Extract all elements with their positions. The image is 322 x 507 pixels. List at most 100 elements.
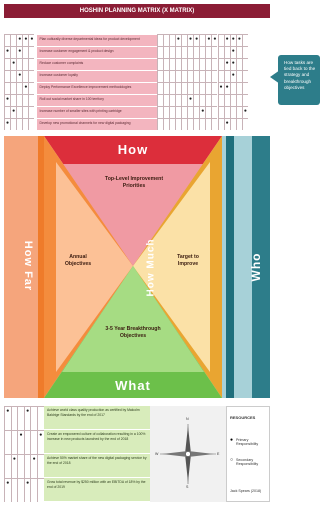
matrix-cell bbox=[28, 70, 35, 82]
how-far-label: How Far bbox=[22, 240, 34, 292]
matrix-cell bbox=[180, 94, 187, 106]
matrix-cell bbox=[4, 70, 11, 82]
matrix-cell bbox=[187, 118, 194, 130]
top-row-text: Plan culturally diverse departmental ide… bbox=[36, 34, 157, 46]
bottom-matrix-cell bbox=[30, 406, 37, 430]
matrix-cell bbox=[174, 58, 181, 70]
matrix-cell bbox=[16, 118, 23, 130]
matrix-cell bbox=[241, 70, 248, 82]
matrix-cell bbox=[187, 46, 194, 58]
matrix-dot-icon: ● bbox=[4, 94, 11, 106]
what-label: What bbox=[115, 378, 151, 393]
matrix-dot-icon: ● bbox=[223, 118, 230, 130]
matrix-cell bbox=[168, 106, 175, 118]
top-row-text: Roll out social market share in 100 terr… bbox=[36, 94, 157, 106]
resources-panel: RESOURCES ● Primary Responsibility ○ Sec… bbox=[226, 406, 270, 502]
secondary-icon: ○ bbox=[230, 457, 234, 463]
matrix-cell bbox=[211, 82, 218, 94]
matrix-cell bbox=[28, 58, 35, 70]
breakthrough-row-text: Grow total revenue by $250 million with … bbox=[44, 478, 150, 502]
bottom-matrix-cell bbox=[10, 478, 18, 502]
bottom-matrix-cell: ● bbox=[23, 478, 31, 502]
matrix-cell bbox=[180, 82, 187, 94]
matrix-cell bbox=[241, 118, 248, 130]
compass-n: N bbox=[186, 417, 189, 421]
breakthrough-row-text: Create an empowered culture of collabora… bbox=[44, 430, 150, 454]
target-to-improve: Target to Improve bbox=[177, 254, 199, 267]
matrix-cell bbox=[241, 58, 248, 70]
matrix-dot-icon: ● bbox=[223, 34, 230, 46]
bottom-matrix-cell bbox=[23, 430, 31, 454]
matrix-cell bbox=[205, 82, 212, 94]
matrix-cell bbox=[229, 118, 236, 130]
secondary-label: Secondary Responsibility bbox=[236, 458, 259, 466]
matrix-cell bbox=[168, 82, 175, 94]
matrix-dot-icon: ● bbox=[4, 46, 11, 58]
matrix-cell bbox=[199, 82, 206, 94]
matrix-dot-icon: ● bbox=[4, 118, 11, 130]
matrix-cell bbox=[180, 34, 187, 46]
matrix-cell bbox=[235, 46, 242, 58]
matrix-cell bbox=[168, 34, 175, 46]
bottom-matrix-cell: ● bbox=[4, 406, 11, 430]
matrix-cell bbox=[162, 106, 169, 118]
matrix-cell bbox=[16, 82, 23, 94]
matrix-cell bbox=[187, 82, 194, 94]
matrix-cell bbox=[217, 118, 224, 130]
resources-footer: Jack Spears (2018) bbox=[230, 489, 262, 493]
bottom-matrix-cell: ● bbox=[4, 478, 11, 502]
bottom-matrix-cell bbox=[10, 430, 18, 454]
matrix-cell bbox=[223, 94, 230, 106]
matrix-cell bbox=[10, 34, 17, 46]
matrix-dot-icon: ● bbox=[229, 70, 236, 82]
matrix-cell bbox=[28, 94, 35, 106]
compass-e: E bbox=[217, 452, 220, 456]
matrix-cell bbox=[162, 58, 169, 70]
matrix-cell bbox=[22, 70, 29, 82]
matrix-cell bbox=[193, 118, 200, 130]
matrix-cell bbox=[211, 106, 218, 118]
matrix-dot-icon: ● bbox=[10, 106, 17, 118]
matrix-dot-icon: ● bbox=[16, 70, 23, 82]
matrix-cell bbox=[28, 46, 35, 58]
matrix-cell bbox=[22, 46, 29, 58]
matrix-cell bbox=[16, 94, 23, 106]
matrix-cell bbox=[174, 46, 181, 58]
matrix-cell bbox=[162, 94, 169, 106]
matrix-cell bbox=[235, 118, 242, 130]
matrix-cell bbox=[28, 82, 35, 94]
bottom-matrix-cell: ● bbox=[37, 430, 44, 454]
matrix-cell bbox=[193, 94, 200, 106]
matrix-cell bbox=[180, 70, 187, 82]
matrix-cell bbox=[193, 58, 200, 70]
matrix-cell bbox=[193, 82, 200, 94]
matrix-cell bbox=[156, 70, 163, 82]
top-row-text: Reduce customer complaints bbox=[36, 58, 157, 70]
matrix-cell bbox=[235, 106, 242, 118]
matrix-dot-icon: ● bbox=[229, 58, 236, 70]
bottom-matrix-cell bbox=[37, 478, 44, 502]
matrix-cell bbox=[162, 118, 169, 130]
matrix-dot-icon: ● bbox=[199, 106, 206, 118]
matrix-cell bbox=[199, 70, 206, 82]
matrix-cell bbox=[223, 106, 230, 118]
matrix-cell bbox=[156, 82, 163, 94]
matrix-cell bbox=[193, 70, 200, 82]
matrix-cell bbox=[174, 82, 181, 94]
matrix-dot-icon: ● bbox=[22, 34, 29, 46]
matrix-dot-icon: ● bbox=[211, 34, 218, 46]
matrix-cell bbox=[211, 94, 218, 106]
matrix-cell bbox=[199, 118, 206, 130]
callout-text: How tasks are tied back to the strategy … bbox=[284, 60, 316, 90]
matrix-dot-icon: ● bbox=[16, 46, 23, 58]
x-matrix-diagram: How What How Far How Much Who Top-Level … bbox=[4, 136, 270, 398]
matrix-cell bbox=[205, 94, 212, 106]
matrix-dot-icon: ● bbox=[205, 34, 212, 46]
matrix-cell bbox=[199, 58, 206, 70]
matrix-cell bbox=[4, 106, 11, 118]
resources-title: RESOURCES bbox=[230, 415, 256, 420]
matrix-cell bbox=[22, 94, 29, 106]
matrix-cell bbox=[10, 118, 17, 130]
matrix-cell bbox=[174, 70, 181, 82]
matrix-cell bbox=[241, 82, 248, 94]
